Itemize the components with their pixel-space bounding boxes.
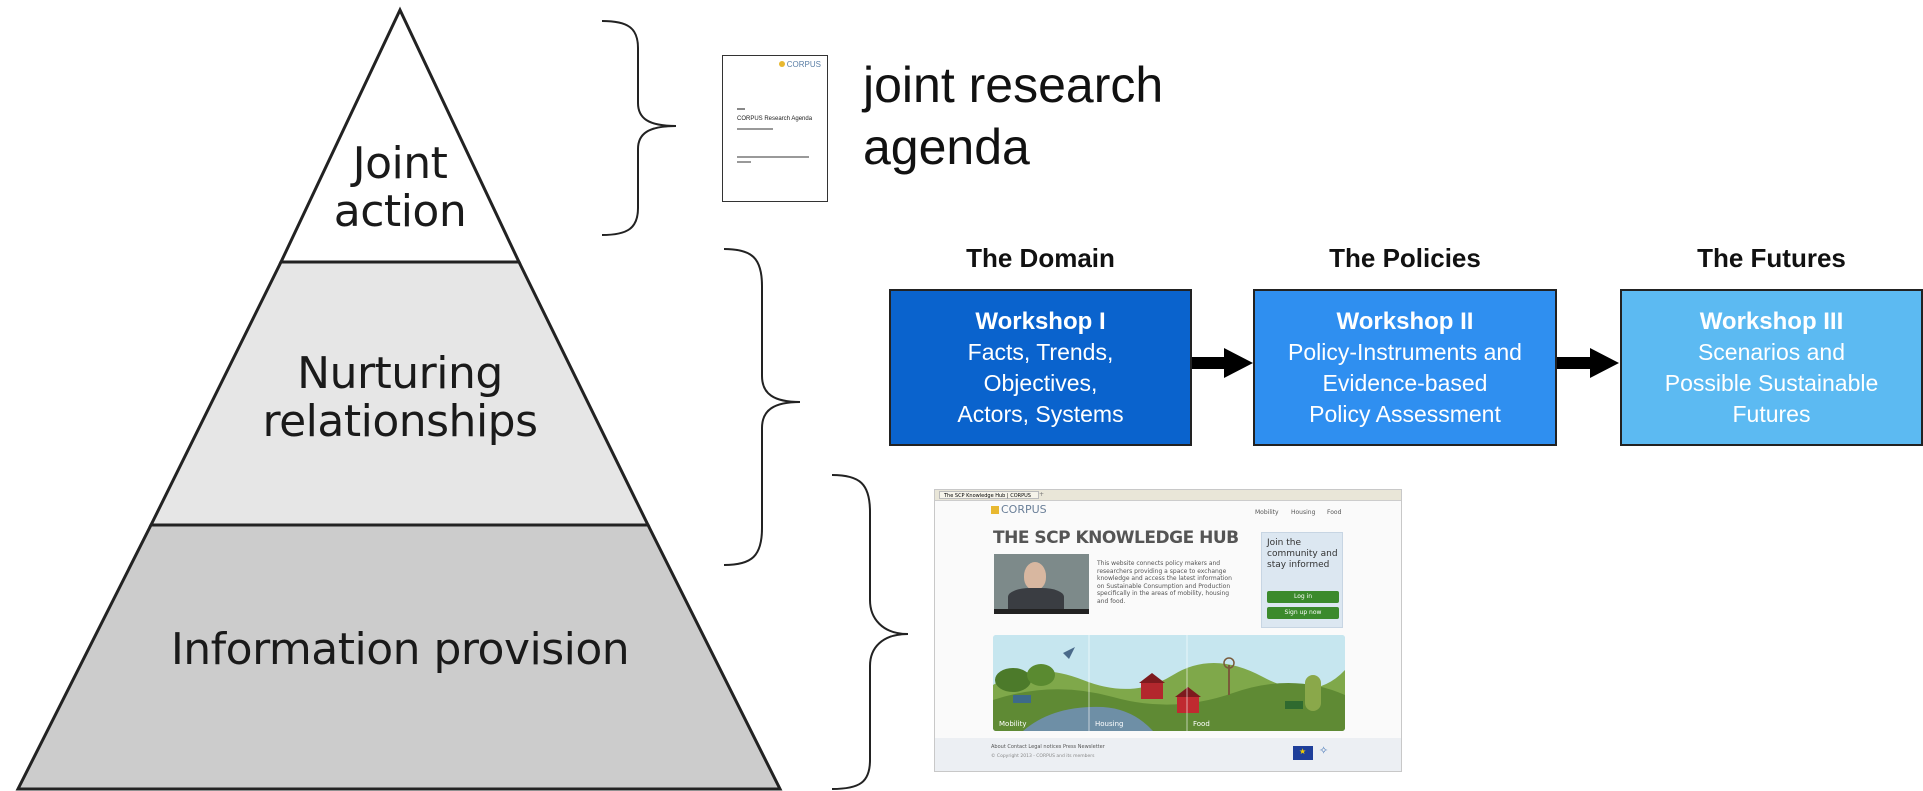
- document-text-line: [737, 128, 773, 130]
- document-title: CORPUS Research Agenda: [737, 116, 813, 122]
- site-brand: CORPUS: [991, 503, 1047, 516]
- tier-label-line: relationships: [262, 396, 538, 448]
- agenda-line-1: joint research: [863, 57, 1164, 113]
- corpus-logo: CORPUS: [778, 60, 821, 69]
- site-nav-housing: Housing: [1291, 509, 1316, 516]
- tier-label-nurturing-relationships: Nurturing relationships: [200, 348, 600, 448]
- signup-button: Sign up now: [1267, 607, 1339, 619]
- intro-video: [994, 554, 1089, 614]
- workshop-3-line: Possible Sustainable: [1664, 369, 1879, 396]
- arrow-workshop-1-to-2: [1192, 348, 1253, 378]
- workshop-2-box: Workshop II Policy-Instruments and Evide…: [1253, 289, 1557, 446]
- document-text-line: [737, 156, 809, 158]
- workshop-2-line: Policy-Instruments and: [1288, 338, 1522, 365]
- site-footer: About Contact Legal notices Press Newsle…: [935, 738, 1401, 771]
- join-panel: Join the community and stay informed Log…: [1261, 532, 1343, 628]
- document-text-line: [737, 161, 751, 163]
- video-controls: [994, 609, 1089, 614]
- brace-information-provision: [831, 474, 909, 790]
- phase-title-domain: The Domain: [966, 243, 1115, 273]
- joint-research-agenda-label: joint research agenda: [863, 54, 1163, 178]
- agenda-line-2: agenda: [863, 119, 1030, 175]
- workshop-1-name: Workshop I: [975, 307, 1106, 335]
- site-nav-mobility: Mobility: [1255, 509, 1279, 516]
- workshop-2-line: Evidence-based: [1322, 369, 1488, 396]
- workshop-3-line: Scenarios and: [1697, 338, 1846, 365]
- tier-label-line: Nurturing: [297, 348, 503, 399]
- workshop-2-line: Policy Assessment: [1309, 400, 1501, 427]
- login-button: Log in: [1267, 591, 1339, 603]
- tier-label-information-provision: Information provision: [170, 624, 630, 675]
- site-nav-food: Food: [1327, 509, 1342, 516]
- hub-description: This website connects policy makers and …: [1097, 560, 1232, 605]
- speaker-body: [1008, 588, 1064, 610]
- workshop-1-line: Objectives,: [983, 369, 1098, 396]
- fp7-logo-icon: ✧: [1319, 744, 1329, 757]
- phase-title-policies: The Policies: [1329, 243, 1481, 273]
- tab-add-icon: +: [1039, 491, 1045, 498]
- footer-links: About Contact Legal notices Press Newsle…: [991, 744, 1105, 750]
- speaker-head: [1024, 562, 1046, 590]
- tier-label-joint-action: Joint action: [300, 138, 500, 238]
- browser-tab-bar: The SCP Knowledge Hub | CORPUS +: [935, 490, 1401, 501]
- brace-joint-action: [601, 20, 677, 236]
- corpus-logo-text: CORPUS: [786, 60, 821, 69]
- tier-label-line: Joint: [352, 138, 448, 189]
- document-text-line: [737, 108, 745, 110]
- eu-flag-icon: [1293, 746, 1313, 760]
- site-brand-text: CORPUS: [1001, 503, 1047, 516]
- phase-title-futures: The Futures: [1697, 243, 1846, 273]
- workshop-1-box: Workshop I Facts, Trends, Objectives, Ac…: [889, 289, 1192, 446]
- tier-label-line: action: [333, 186, 467, 238]
- workshop-3-box: Workshop III Scenarios and Possible Sust…: [1620, 289, 1923, 446]
- caption-mobility: Mobility: [999, 720, 1027, 728]
- pyramid-diagram: [15, 6, 783, 791]
- pyramid-tier-information-provision: [15, 523, 783, 791]
- research-agenda-document-thumbnail: CORPUS CORPUS Research Agenda: [722, 55, 828, 202]
- hub-title: THE SCP KNOWLEDGE HUB: [993, 528, 1239, 548]
- arrow-workshop-2-to-3: [1557, 348, 1619, 378]
- footer-copyright: © Copyright 2013 - CORPUS and its member…: [991, 754, 1095, 759]
- caption-housing: Housing: [1095, 720, 1124, 728]
- landscape-illustration: Mobility Housing Food: [993, 635, 1345, 731]
- caption-food: Food: [1193, 720, 1210, 728]
- browser-tab: The SCP Knowledge Hub | CORPUS: [939, 491, 1039, 499]
- brace-nurturing-relationships: [723, 248, 801, 566]
- workshop-1-line: Actors, Systems: [957, 400, 1124, 427]
- workshop-1-line: Facts, Trends,: [967, 338, 1114, 365]
- landscape-artwork: [993, 635, 1345, 731]
- knowledge-hub-website-screenshot: The SCP Knowledge Hub | CORPUS + CORPUS …: [934, 489, 1402, 772]
- workshop-2-name: Workshop II: [1336, 307, 1474, 335]
- workshop-3-line: Futures: [1732, 400, 1811, 427]
- join-text: Join the community and stay informed: [1267, 538, 1338, 570]
- workshop-3-name: Workshop III: [1699, 307, 1844, 335]
